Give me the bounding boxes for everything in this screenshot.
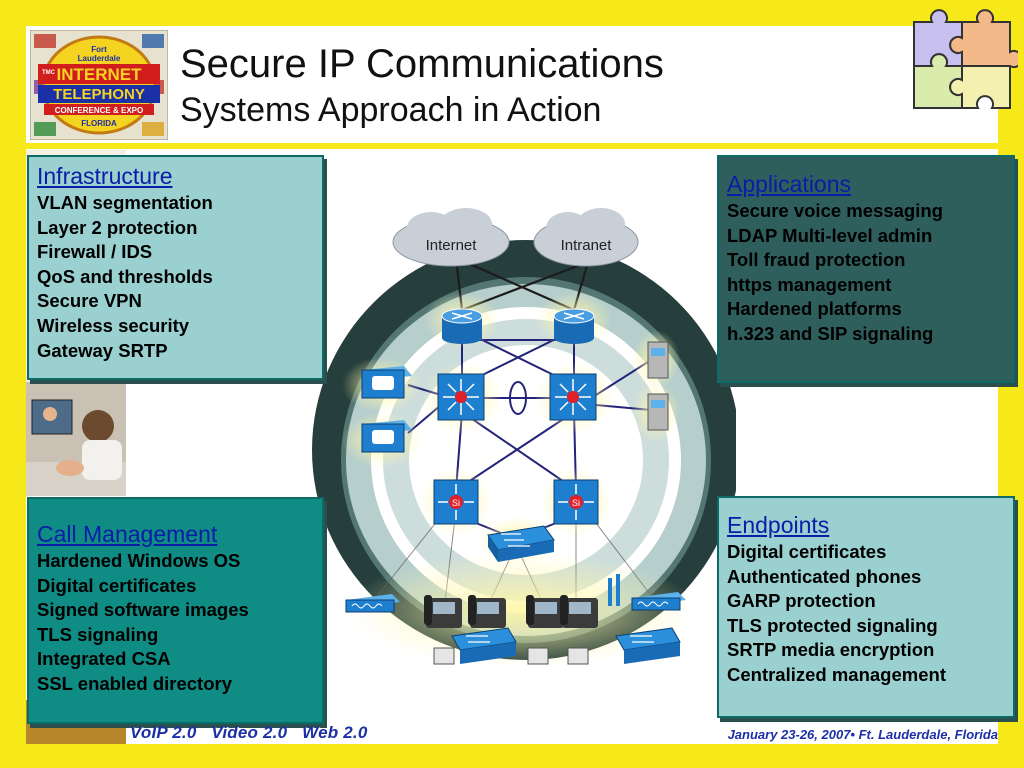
- footer-tag: VoIP 2.0: [130, 723, 197, 742]
- list-item: Signed software images: [37, 599, 249, 621]
- applications-list: Secure voice messaging LDAP Multi-level …: [727, 199, 1005, 347]
- endpoints-list: Digital certificates Authenticated phone…: [727, 540, 1005, 688]
- list-item: Centralized management: [727, 663, 946, 685]
- list-item: h.323 and SIP signaling: [727, 322, 934, 344]
- call-management-box: Call Management Hardened Windows OS Digi…: [27, 497, 324, 724]
- list-item: TLS signaling: [37, 623, 159, 645]
- ip-phone-icon: [560, 595, 598, 628]
- router-icon: [441, 308, 483, 344]
- footer-event: January 23-26, 2007• Ft. Lauderdale, Flo…: [727, 727, 998, 742]
- pc-icon: [433, 647, 455, 665]
- list-item: Hardened Windows OS: [37, 550, 241, 571]
- list-item: QoS and thresholds: [37, 265, 213, 287]
- list-item: Digital certificates: [727, 541, 887, 562]
- person-photo: [26, 382, 126, 496]
- pc-icon: [567, 647, 589, 665]
- pc-icon: [527, 647, 549, 665]
- logo-line4: TELEPHONY: [53, 86, 145, 103]
- server-icon: [647, 341, 669, 379]
- applications-box: Applications Secure voice messaging LDAP…: [717, 155, 1015, 383]
- logo-line5: CONFERENCE & EXPO: [55, 106, 143, 115]
- header-divider: [0, 143, 1024, 149]
- logo-line3: INTERNET: [57, 65, 143, 84]
- infrastructure-heading: Infrastructure: [37, 163, 173, 189]
- slide-subtitle: Systems Approach in Action: [180, 91, 602, 129]
- list-item: Firewall / IDS: [37, 241, 153, 263]
- internet-label: Internet: [426, 237, 478, 254]
- logo-tag: TMC: [42, 70, 56, 76]
- core-switch-icon: [549, 373, 597, 421]
- si-label: Si: [452, 498, 460, 508]
- footer-tag: Web 2.0: [302, 723, 368, 742]
- ip-phone-icon: [424, 595, 462, 628]
- list-item: SSL enabled directory: [37, 672, 232, 694]
- infrastructure-list: VLAN segmentation Layer 2 protection Fir…: [37, 191, 314, 363]
- list-item: Authenticated phones: [727, 565, 922, 587]
- list-item: Hardened platforms: [727, 298, 902, 320]
- server-icon: [647, 393, 669, 431]
- infrastructure-box: Infrastructure VLAN segmentation Layer 2…: [27, 155, 324, 380]
- conference-logo: Fort Lauderdale INTERNET TELEPHONY CONFE…: [30, 30, 168, 140]
- call-management-heading: Call Management: [37, 521, 218, 547]
- list-item: VLAN segmentation: [37, 192, 213, 213]
- access-switch-icon: [451, 627, 517, 664]
- list-item: Gateway SRTP: [37, 339, 168, 361]
- list-item: Wireless security: [37, 314, 190, 336]
- list-item: Secure voice messaging: [727, 200, 943, 221]
- ip-phone-icon: [526, 595, 564, 628]
- gateway-icon: [345, 594, 400, 613]
- logo-line6: FLORIDA: [81, 119, 117, 128]
- access-switch-icon: [487, 525, 555, 562]
- logo-line1: Fort: [91, 45, 107, 54]
- list-item: Integrated CSA: [37, 648, 171, 670]
- list-item: SRTP media encryption: [727, 639, 935, 661]
- footer-tags: VoIP 2.0 Video 2.0 Web 2.0: [130, 723, 378, 743]
- core-switch-icon: [437, 373, 485, 421]
- slide-title: Secure IP Communications: [180, 42, 664, 86]
- puzzle-icon: [913, 9, 1018, 109]
- si-switch-icon: Si: [553, 479, 599, 525]
- access-switch-icon: [615, 627, 681, 664]
- ip-phone-icon: [468, 595, 506, 628]
- footer-tag: Video 2.0: [211, 723, 288, 742]
- list-item: https management: [727, 273, 892, 295]
- endpoints-heading: Endpoints: [727, 512, 830, 538]
- si-label: Si: [572, 498, 580, 508]
- router-icon: [553, 308, 595, 344]
- list-item: LDAP Multi-level admin: [727, 224, 933, 246]
- wireless-ap-icon: [608, 574, 620, 606]
- network-diagram: Internet Intranet Si: [296, 190, 736, 668]
- si-switch-icon: Si: [433, 479, 479, 525]
- internet-cloud-icon: Internet: [392, 208, 510, 267]
- call-manager-icon: [361, 420, 412, 453]
- gateway-icon: [631, 592, 686, 611]
- endpoints-box: Endpoints Digital certificates Authentic…: [717, 496, 1015, 718]
- call-manager-icon: [361, 366, 412, 399]
- list-item: Layer 2 protection: [37, 216, 198, 238]
- intranet-label: Intranet: [561, 237, 613, 254]
- list-item: GARP protection: [727, 590, 876, 612]
- logo-line2: Lauderdale: [78, 54, 121, 63]
- list-item: TLS protected signaling: [727, 614, 938, 636]
- applications-heading: Applications: [727, 171, 852, 197]
- intranet-cloud-icon: Intranet: [533, 208, 639, 267]
- call-management-list: Hardened Windows OS Digital certificates…: [37, 549, 314, 697]
- list-item: Secure VPN: [37, 290, 142, 312]
- list-item: Toll fraud protection: [727, 249, 906, 271]
- list-item: Digital certificates: [37, 574, 197, 596]
